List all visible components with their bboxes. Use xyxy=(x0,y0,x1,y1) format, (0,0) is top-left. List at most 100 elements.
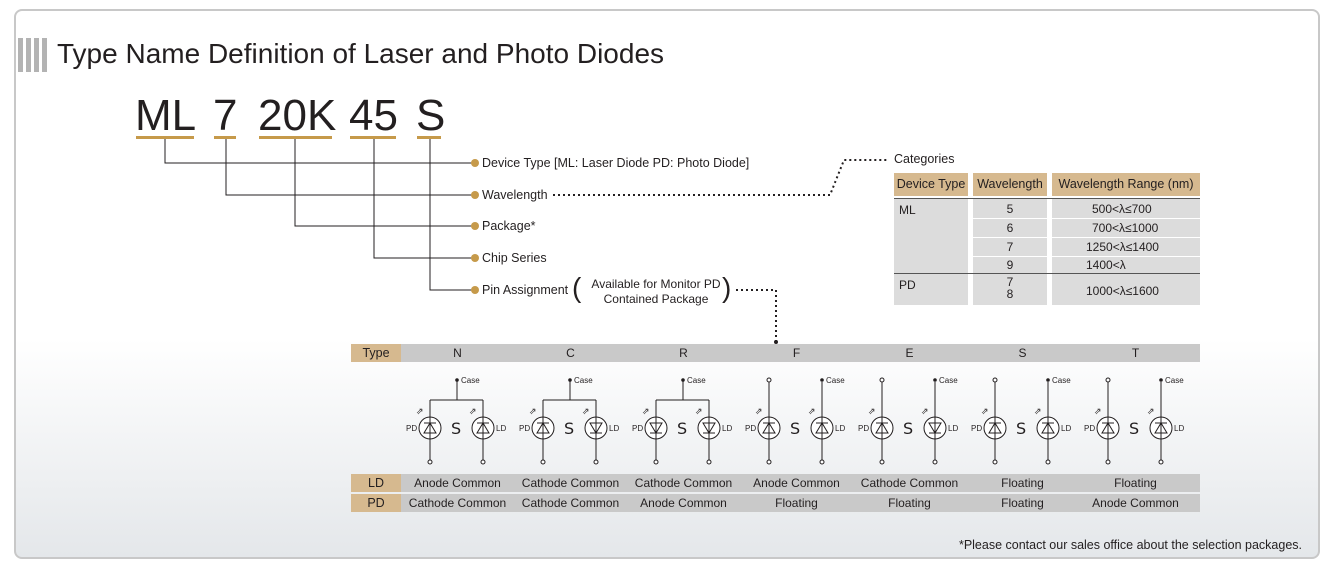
ld-label: LD xyxy=(609,424,619,433)
pin-terminal xyxy=(879,459,885,465)
pd-value: Floating xyxy=(1001,496,1044,510)
cat-body xyxy=(973,198,1047,305)
cat-range: 1000<λ≤1600 xyxy=(1086,284,1159,298)
case-label: Case xyxy=(461,376,480,385)
case-terminal xyxy=(933,378,937,382)
close-paren: ) xyxy=(722,272,732,303)
case-label: Case xyxy=(939,376,958,385)
ld-value: Anode Common xyxy=(753,476,840,490)
ld-label: LD xyxy=(835,424,845,433)
ld-value: Cathode Common xyxy=(521,476,620,490)
light-arrows-icon: ⇗ xyxy=(808,407,816,417)
code-underline xyxy=(259,136,332,139)
ld-label: LD xyxy=(1061,424,1071,433)
code-part-device: ML xyxy=(135,91,197,140)
case-label: Case xyxy=(1165,376,1184,385)
pd-value: Cathode Common xyxy=(408,496,507,510)
code-underline xyxy=(417,136,441,139)
type-header-label: Type xyxy=(351,344,401,362)
case-label: Case xyxy=(574,376,593,385)
pin-note: Available for Monitor PD Contained Packa… xyxy=(583,277,729,307)
pin-terminal xyxy=(1105,377,1111,383)
cat-range: 500<λ≤700 xyxy=(1092,202,1152,216)
case-terminal xyxy=(1046,378,1050,382)
pin-terminal xyxy=(766,377,772,383)
type-code: F xyxy=(792,346,801,360)
cat-body xyxy=(1052,198,1200,305)
code-underline xyxy=(350,136,396,139)
case-terminal xyxy=(681,378,685,382)
ld-value: Anode Common xyxy=(414,476,501,490)
pin-terminal xyxy=(1105,459,1111,465)
type-code: R xyxy=(679,346,688,360)
cat-range: 1250<λ≤1400 xyxy=(1086,240,1159,254)
pin-terminal xyxy=(879,377,885,383)
pin-note-line: Available for Monitor PD xyxy=(591,277,721,291)
pd-value: Floating xyxy=(888,496,931,510)
pin-terminal xyxy=(932,459,938,465)
ld-value: Cathode Common xyxy=(860,476,959,490)
light-path-icon: S xyxy=(1016,419,1026,438)
cat-wavelength: 9 xyxy=(1006,258,1014,272)
cat-divider xyxy=(894,273,1200,274)
field-label-device-type: Device Type [ML: Laser Diode PD: Photo D… xyxy=(482,156,750,170)
categories-title: Categories xyxy=(894,152,955,166)
cat-header-range: Wavelength Range (nm) xyxy=(1052,173,1200,196)
type-header-row xyxy=(401,344,1200,362)
code-underline xyxy=(136,136,194,139)
cat-wavelength: 7 xyxy=(1006,275,1014,289)
code-underline xyxy=(214,136,236,139)
code-part-chip-series: 45 xyxy=(349,91,398,140)
pin-terminal xyxy=(992,459,998,465)
footnote: *Please contact our sales office about t… xyxy=(958,538,1302,552)
case-terminal xyxy=(455,378,459,382)
case-label: Case xyxy=(826,376,845,385)
light-path-icon: S xyxy=(903,419,913,438)
cat-divider xyxy=(973,218,1200,219)
cat-divider xyxy=(973,256,1200,257)
pd-value: Anode Common xyxy=(1092,496,1179,510)
cat-device-ml: ML xyxy=(899,203,916,217)
light-path-icon: S xyxy=(564,419,574,438)
pd-value: Floating xyxy=(775,496,818,510)
pd-label: PD xyxy=(1084,424,1095,433)
ld-value: Cathode Common xyxy=(634,476,733,490)
field-label-package: Package* xyxy=(482,219,536,233)
case-label: Case xyxy=(687,376,706,385)
code-part-pin: S xyxy=(416,91,446,140)
case-terminal xyxy=(1159,378,1163,382)
pd-value: Cathode Common xyxy=(521,496,620,510)
pd-label: PD xyxy=(632,424,643,433)
pin-terminal xyxy=(540,459,546,465)
pd-label: PD xyxy=(745,424,756,433)
type-code: T xyxy=(1131,346,1140,360)
light-arrows-icon: ⇗ xyxy=(582,407,590,417)
cat-wavelength: 6 xyxy=(1006,221,1014,235)
light-arrows-icon: ⇗ xyxy=(416,407,424,417)
light-arrows-icon: ⇗ xyxy=(755,407,763,417)
cat-wavelength: 5 xyxy=(1006,202,1014,216)
pin-terminal xyxy=(593,459,599,465)
pin-terminal xyxy=(1045,459,1051,465)
pd-label: PD xyxy=(519,424,530,433)
type-code: C xyxy=(566,346,575,360)
pd-label: PD xyxy=(406,424,417,433)
light-arrows-icon: ⇗ xyxy=(642,407,650,417)
light-arrows-icon: ⇗ xyxy=(695,407,703,417)
cat-header-wavelength: Wavelength xyxy=(973,173,1047,196)
open-paren: ( xyxy=(572,272,582,303)
pin-note-line: Contained Package xyxy=(603,292,709,306)
pin-terminal xyxy=(706,459,712,465)
page-title: Type Name Definition of Laser and Photo … xyxy=(57,38,665,69)
pd-label: PD xyxy=(858,424,869,433)
case-label: Case xyxy=(1052,376,1071,385)
ld-label: LD xyxy=(496,424,506,433)
pin-terminal xyxy=(427,459,433,465)
light-arrows-icon: ⇗ xyxy=(469,407,477,417)
light-arrows-icon: ⇗ xyxy=(1094,407,1102,417)
light-arrows-icon: ⇗ xyxy=(529,407,537,417)
pd-row xyxy=(401,494,1200,512)
field-label-chip-series: Chip Series xyxy=(482,251,547,265)
